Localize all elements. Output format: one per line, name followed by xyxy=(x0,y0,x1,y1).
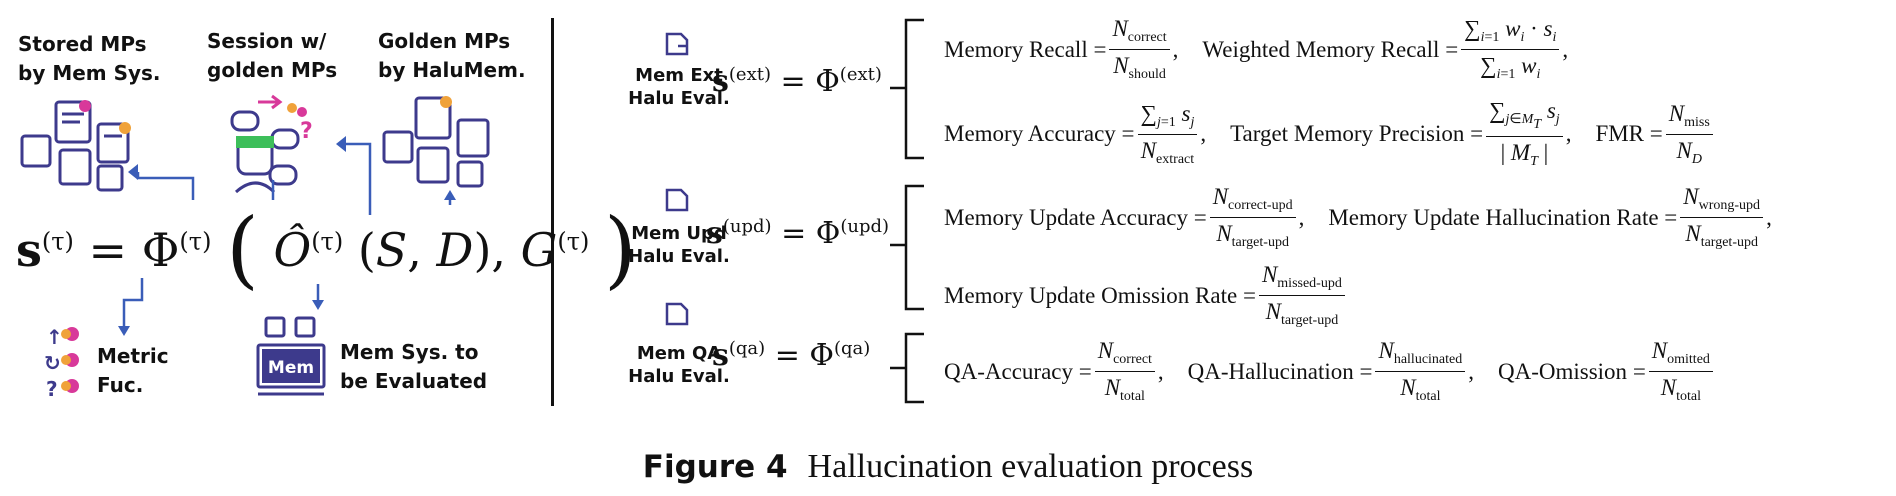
svg-text:?: ? xyxy=(300,119,313,144)
right-graphics xyxy=(665,18,924,404)
bracket-upd xyxy=(890,184,924,311)
figure-caption: Figure 4 Hallucination evaluation process xyxy=(0,448,1896,486)
upd-equation: s(upd) = Φ(upd) xyxy=(706,216,890,251)
figure-label: Figure 4 xyxy=(642,449,788,485)
formula-row-upd-2: Memory Update Omission Rate = Nmissed-up… xyxy=(944,262,1348,329)
qa-icon xyxy=(665,302,689,326)
metric-icon: ↑ ↻ ? xyxy=(44,325,79,401)
svg-text:Mem: Mem xyxy=(268,358,314,378)
main-equation: s(τ) = Φ(τ) ( Ô(τ) (S, D), G(τ) ) xyxy=(16,200,637,298)
stored-documents-icon xyxy=(20,100,130,192)
ext-equation: s(ext) = Φ(ext) xyxy=(712,64,882,99)
golden-documents-icon xyxy=(382,96,490,188)
upd-icon xyxy=(665,188,689,212)
svg-text:?: ? xyxy=(46,377,58,401)
ext-icon xyxy=(665,32,689,56)
left-diagram-graphics: ? ↑ ↻ ? Mem xyxy=(20,94,490,401)
session-label: Session w/golden MPs xyxy=(207,29,338,82)
qa-equation: s(qa) = Φ(qa) xyxy=(712,338,871,373)
bracket-ext xyxy=(890,18,924,160)
svg-text:↻: ↻ xyxy=(44,351,61,375)
bracket-qa xyxy=(890,332,924,404)
divider xyxy=(551,18,554,406)
svg-text:↑: ↑ xyxy=(46,325,63,349)
figure-title: Hallucination evaluation process xyxy=(807,448,1254,485)
